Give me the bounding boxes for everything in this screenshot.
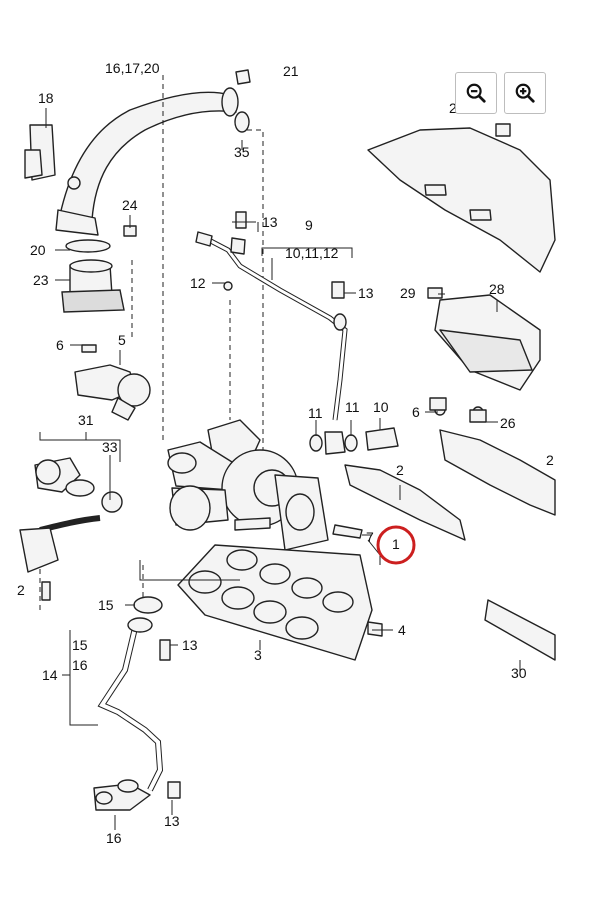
callout-2-a: 2	[396, 462, 404, 478]
callout-13-b: 13	[358, 285, 374, 301]
callout-6-b: 6	[412, 404, 420, 420]
guide-lines	[39, 75, 264, 610]
callout-29: 29	[400, 285, 416, 301]
callout-labels: 16,17,20 21 18 35 24 13 9 10,11,12 20 23…	[17, 60, 554, 846]
callout-12: 12	[190, 275, 206, 291]
callout-6-a: 6	[56, 337, 64, 353]
callout-15-a: 15	[98, 597, 114, 613]
callout-11-b: 11	[345, 399, 360, 415]
callout-7: 7	[366, 529, 374, 545]
callout-5: 5	[118, 332, 126, 348]
highlight-circle	[376, 525, 416, 565]
callout-31: 31	[78, 412, 94, 428]
turbocharger-manifold	[167, 419, 383, 661]
callout-10-11-12: 10,11,12	[285, 245, 339, 261]
zoom-in-icon	[515, 83, 535, 103]
callout-2-hidden: 2	[449, 100, 457, 116]
intake-pipe-assembly	[24, 69, 251, 313]
callout-top: 16,17,20	[105, 60, 160, 76]
callout-20: 20	[30, 242, 46, 258]
zoom-out-icon	[466, 83, 486, 103]
callout-16-b: 16	[106, 830, 122, 846]
callout-24: 24	[122, 197, 138, 213]
callout-26: 26	[500, 415, 516, 431]
zoom-out-button[interactable]	[455, 72, 497, 114]
callout-21: 21	[283, 63, 299, 79]
callout-13-d: 13	[164, 813, 180, 829]
callout-1: 1	[392, 536, 400, 552]
heat-shields	[367, 123, 556, 391]
callout-14: 14	[42, 667, 58, 683]
pipe-30	[484, 599, 556, 661]
callout-3: 3	[254, 647, 262, 663]
callout-2-right: 2	[546, 452, 554, 468]
zoom-in-button[interactable]	[504, 72, 546, 114]
callout-2-b: 2	[17, 582, 25, 598]
callout-35: 35	[234, 144, 250, 160]
wastegate-actuator	[74, 344, 151, 421]
callout-33: 33	[102, 439, 118, 455]
leader-lines	[39, 108, 521, 830]
callout-30: 30	[511, 665, 527, 681]
callout-18: 18	[38, 90, 54, 106]
callout-28: 28	[489, 281, 505, 297]
oil-return-line	[93, 596, 181, 811]
callout-4: 4	[398, 622, 406, 638]
callout-9: 9	[305, 217, 313, 233]
diverter-valve	[19, 457, 123, 601]
heat-shield-bracket	[344, 404, 556, 541]
bolts	[123, 225, 487, 423]
callout-23: 23	[33, 272, 49, 288]
callout-15-b: 15	[72, 637, 88, 653]
callout-13-a: 13	[262, 214, 278, 230]
callout-11-a: 11	[308, 405, 323, 421]
callout-10: 10	[373, 399, 389, 415]
callout-16-a: 16	[72, 657, 88, 673]
callout-13-c: 13	[182, 637, 198, 653]
oil-feed-line	[195, 211, 399, 455]
